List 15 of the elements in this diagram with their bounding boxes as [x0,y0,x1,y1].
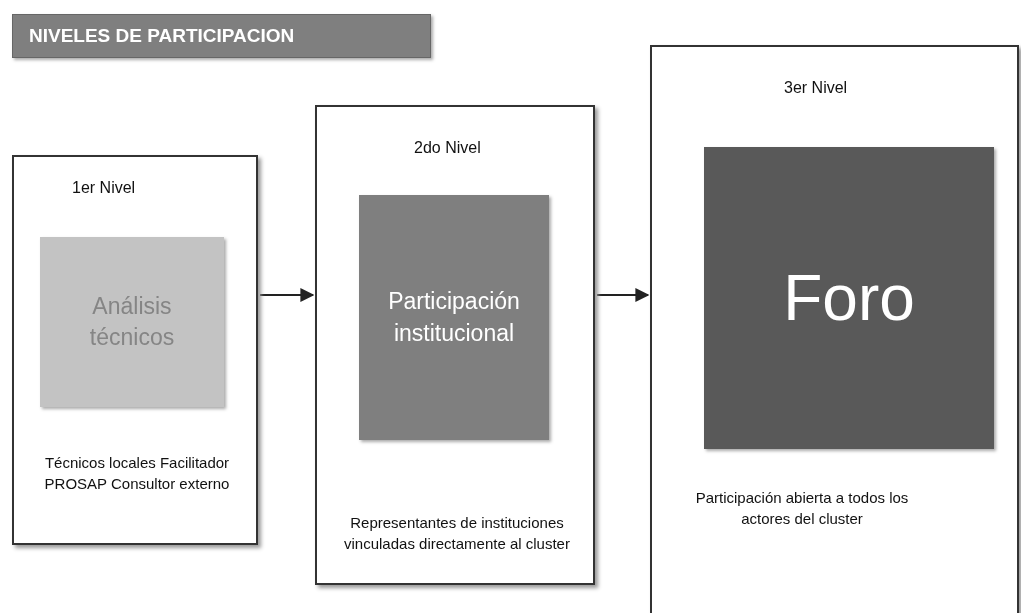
arrow [596,288,650,302]
arrow [259,288,315,302]
level-heading: 2do Nivel [414,139,481,157]
level-heading: 1er Nivel [72,179,136,197]
level-description: Participación abierta a todos los actores del cluster [694,488,910,529]
level-panel [315,105,595,585]
level-description: Técnicos locales Facilitador PROSAP Consultor externo [43,453,231,494]
level-panel [12,155,258,545]
level-heading: 3er Nivel [784,79,848,97]
level-description: Representantes de instituciones vinculadas directamente al cluster [343,513,571,554]
level-panel [650,45,1019,613]
level-box: Análisis técnicos [40,237,224,407]
level-box: Foro [704,147,994,449]
level-box: Participación institucional [359,195,549,440]
title-banner: NIVELES DE PARTICIPACION [12,14,431,58]
